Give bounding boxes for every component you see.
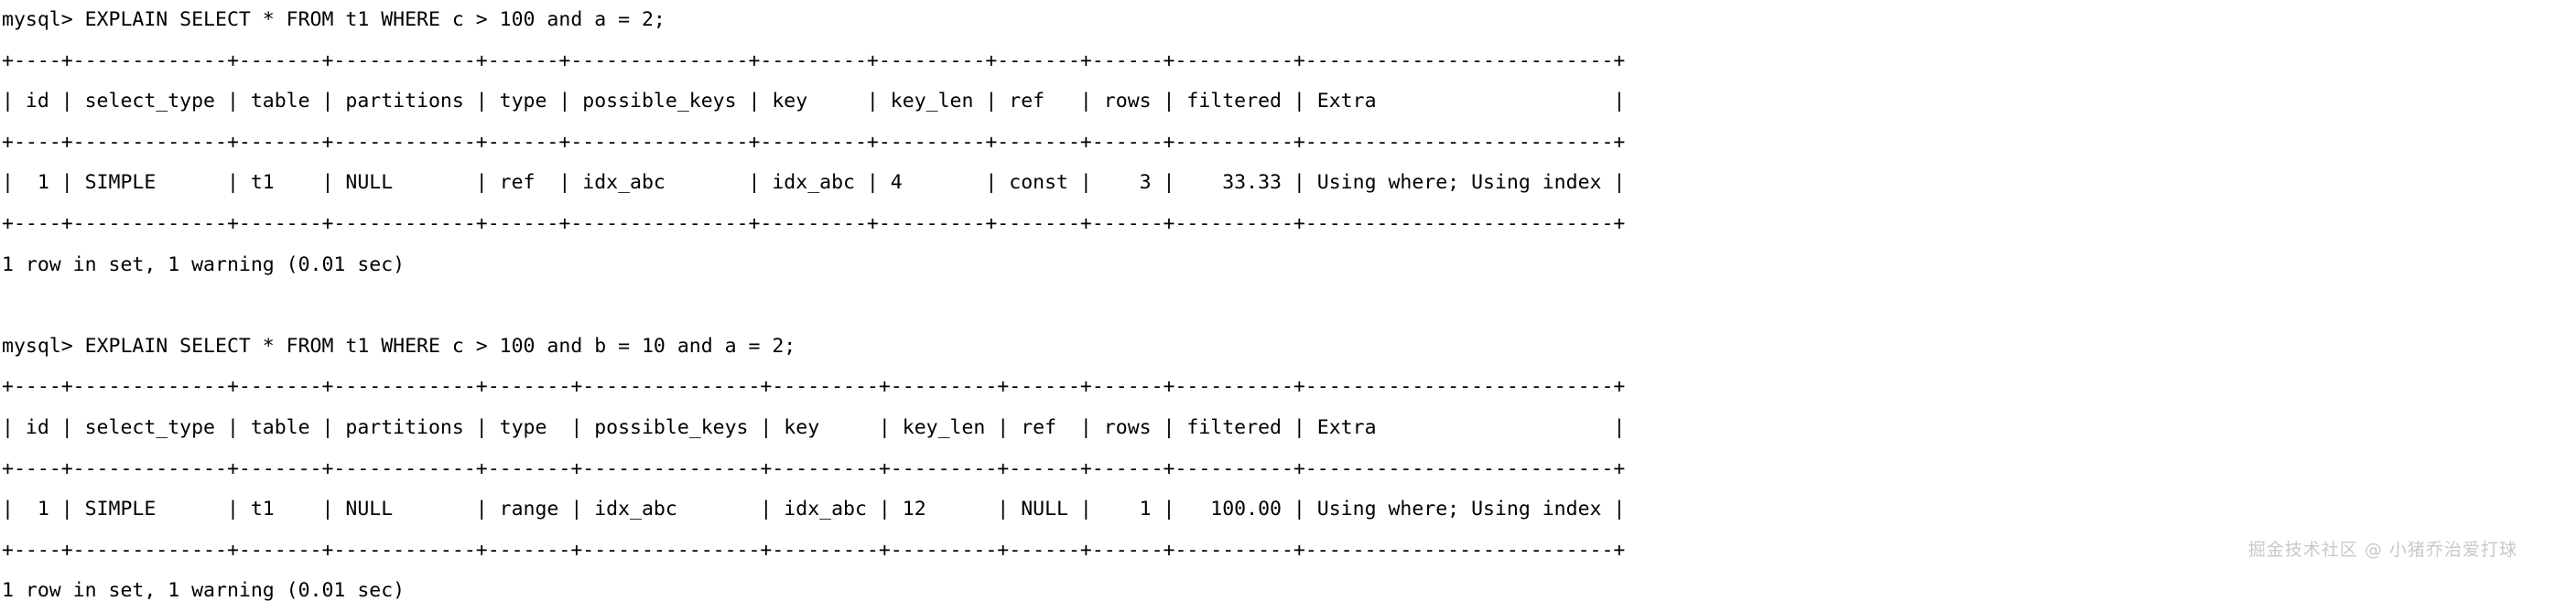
terminal-line-table-border: +----+-------------+-------+------------… [2,211,1626,235]
terminal-line-query-1: mysql> EXPLAIN SELECT * FROM t1 WHERE c … [2,8,666,31]
terminal-line-table-border: +----+-------------+-------+------------… [2,130,1626,154]
terminal-line-query-2: mysql> EXPLAIN SELECT * FROM t1 WHERE c … [2,334,796,358]
terminal-line-table-border: +----+-------------+-------+------------… [2,538,1626,562]
terminal-line-table-border: +----+-------------+-------+------------… [2,48,1626,72]
terminal-line-table-header: | id | select_type | table | partitions … [2,415,1626,439]
terminal-line-table-row: | 1 | SIMPLE | t1 | NULL | ref | idx_abc… [2,171,1626,195]
watermark: 掘金技术社区 @ 小猪乔治爱打球 [2247,540,2517,560]
terminal-line-table-row: | 1 | SIMPLE | t1 | NULL | range | idx_a… [2,498,1626,521]
terminal-line-blank [0,285,2576,327]
terminal-line-status-1: 1 row in set, 1 warning (0.01 sec) [2,252,406,276]
terminal-line-status-2: 1 row in set, 1 warning (0.01 sec) [2,579,406,603]
terminal-line-table-header: | id | select_type | table | partitions … [2,90,1626,113]
terminal-line-table-border: +----+-------------+-------+------------… [2,375,1626,399]
terminal-line-table-border: +----+-------------+-------+------------… [2,456,1626,480]
